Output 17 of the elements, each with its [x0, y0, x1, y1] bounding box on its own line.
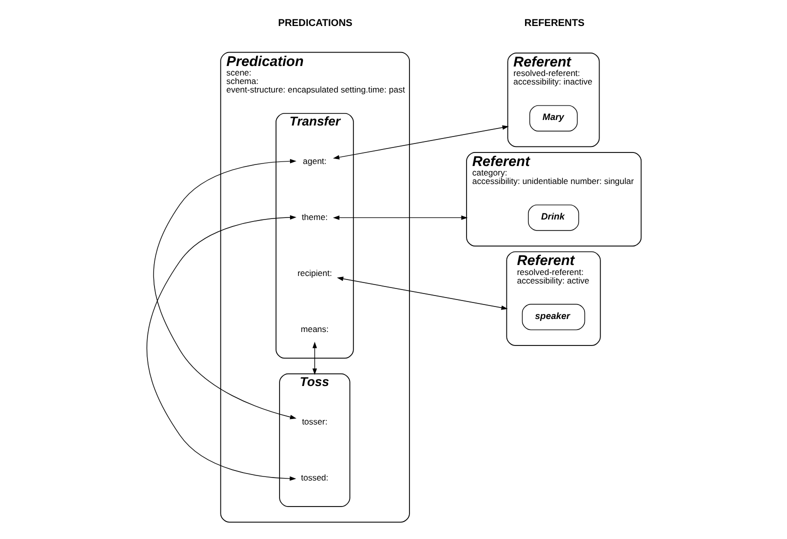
arrow [152, 158, 296, 420]
arrow [336, 276, 508, 310]
node-text: recipient: [296, 268, 332, 278]
arrow [332, 215, 468, 220]
label: REFERENTS [524, 18, 584, 29]
arrow [312, 342, 316, 375]
node-text: agent: [302, 156, 326, 166]
label: PREDICATIONS [278, 18, 352, 29]
node-text: means: [300, 324, 328, 334]
node-box: Mary [528, 105, 578, 132]
node-box: Drink [527, 204, 579, 231]
node-text: tossed: [300, 472, 328, 482]
node-text: tosser: [301, 416, 327, 426]
node-text: theme: [301, 212, 328, 222]
arrow [332, 125, 508, 160]
node-box: speaker [521, 304, 585, 330]
arrow [146, 215, 296, 481]
